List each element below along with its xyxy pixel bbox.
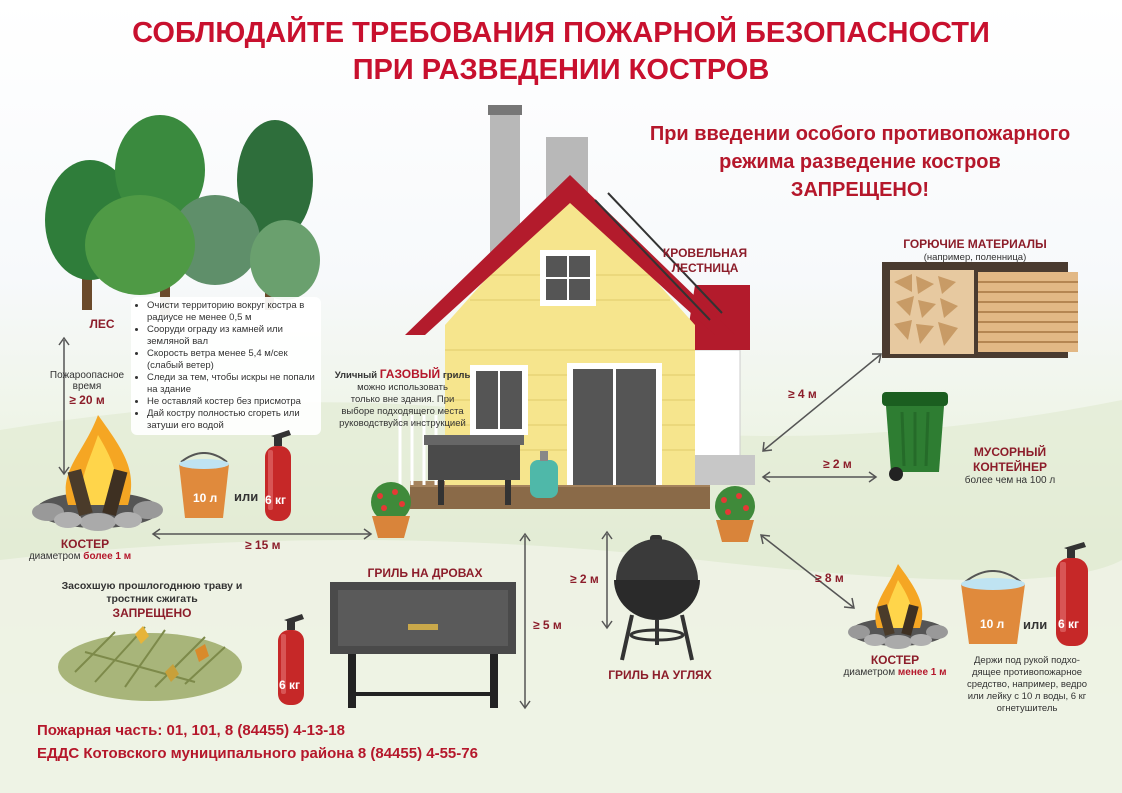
advice-line: Держи под рукой подхо- [974, 655, 1080, 666]
horizontal-arrow-15m [151, 528, 373, 540]
title-line-1: СОБЛЮДАЙТЕ ТРЕБОВАНИЯ ПОЖАРНОЙ БЕЗОПАСНО… [132, 17, 990, 49]
distance-2m-trash: ≥ 2 м [823, 457, 852, 471]
diagonal-arrow-8m [760, 534, 855, 609]
campfire-large-label: КОСТЕР [60, 537, 110, 551]
advice-line: средство, например, ведро [966, 679, 1088, 690]
extinguisher-middle [278, 614, 304, 705]
combustibles-label: ГОРЮЧИЕ МАТЕРИАЛЫ [903, 237, 1047, 251]
bucket-right-volume: 10 л [980, 617, 1005, 631]
coal-grill-label: ГРИЛЬ НА УГЛЯХ [608, 668, 712, 682]
or-right: или [1023, 617, 1048, 632]
water-bucket-left [179, 452, 229, 518]
tip-item: Сооруди ограду из камней или земляной ва… [147, 324, 315, 348]
campfire-small-label: КОСТЕР [870, 653, 920, 667]
extinguisher-right [1056, 542, 1088, 646]
grass-warning-2: тростник сжигать [106, 593, 198, 605]
diameter-prefix: диаметром [28, 551, 84, 562]
forest-trees [45, 115, 320, 315]
gas-grill-line: только вне здания. При [350, 394, 455, 405]
or-left: или [234, 489, 259, 504]
grass-warning-3: ЗАПРЕЩЕНО [112, 606, 192, 620]
campfire-large [32, 415, 163, 531]
distance-8m: ≥ 8 м [815, 571, 844, 585]
gas-grill-note: Уличный ГАЗОВЫЙ гриль можно использовать… [330, 368, 475, 430]
trash-container [882, 392, 948, 481]
forest-label: ЛЕС [89, 317, 115, 331]
gas-grill-pre: Уличный [334, 370, 380, 381]
distance-forest: ≥ 20 м [69, 393, 105, 407]
tip-item: Не оставляй костер без присмотра [147, 396, 315, 408]
diameter-prefix: диаметром [843, 667, 898, 678]
gas-grill-line: руководствуйся инструкцией [339, 418, 466, 429]
distance-15m: ≥ 15 м [245, 538, 281, 552]
extinguisher-right-weight: 6 кг [1058, 617, 1080, 631]
house [398, 105, 755, 509]
horizontal-arrow-2m [761, 471, 878, 483]
campfire-small-diameter: диаметром менее 1 м [835, 667, 955, 679]
warning-line-1: При введении особого противопожарного [649, 123, 1071, 145]
campfire-small [848, 564, 948, 649]
footer-edds: ЕДДС Котовского муниципального района 8 … [37, 745, 478, 762]
advice-line: или лейку с 10 л воды, 6 кг [967, 691, 1087, 702]
water-bucket-right [961, 570, 1025, 644]
coal-grill [614, 535, 700, 661]
diagonal-arrow-4m [762, 353, 882, 452]
diameter-value: менее 1 м [897, 667, 947, 678]
gas-grill-line: можно использовать [357, 382, 448, 393]
diameter-value: более 1 м [83, 551, 132, 562]
campfire-large-diameter: диаметром более 1 м [20, 551, 140, 563]
extinguisher-middle-weight: 6 кг [279, 678, 301, 692]
gas-grill-post: гриль [440, 370, 471, 381]
tip-item: Скорость ветра менее 5,4 м/сек (слабый в… [147, 348, 315, 372]
roof-ladder-label-2: ЛЕСТНИЦА [671, 261, 739, 275]
distance-5m: ≥ 5 м [533, 618, 562, 632]
safety-tips: Очисти территорию вокруг костра в радиус… [131, 297, 321, 435]
wood-grill [330, 582, 516, 708]
advice-line: дящее противопожарное [971, 667, 1083, 678]
extinguisher-left [265, 430, 291, 521]
vertical-arrow-forest [58, 336, 70, 476]
trash-capacity: более чем на 100 л [964, 475, 1056, 486]
footer-fire-station: Пожарная часть: 01, 101, 8 (84455) 4-13-… [37, 722, 345, 739]
distance-4m: ≥ 4 м [788, 387, 817, 401]
vertical-arrow-5m [519, 532, 531, 710]
combustibles-sub: (например, поленница) [923, 252, 1027, 263]
tip-item: Дай костру полностью сгореть или затуши … [147, 408, 315, 432]
vertical-arrow-2m [601, 530, 613, 630]
warning-line-2: режима разведение костров [719, 151, 1001, 173]
fire-time-label-2: время [72, 381, 102, 392]
advice-note: Держи под рукой подхо- дящее противопожа… [962, 655, 1092, 715]
advice-line: огнетушитель [996, 703, 1058, 714]
woodpile [882, 262, 1078, 358]
title-line-2: ПРИ РАЗВЕДЕНИИ КОСТРОВ [352, 54, 770, 86]
grass-warning-1: Засохшую прошлогоднюю траву и [61, 580, 243, 592]
trash-label-2: КОНТЕЙНЕР [973, 460, 1047, 474]
dry-grass [58, 626, 242, 701]
tip-item: Очисти территорию вокруг костра в радиус… [147, 300, 315, 324]
gas-grill-strong: ГАЗОВЫЙ [379, 367, 441, 381]
warning-line-3: ЗАПРЕЩЕНО! [790, 179, 930, 201]
gas-grill-line: выборе подходящего места [341, 406, 464, 417]
trash-label-1: МУСОРНЫЙ [973, 445, 1047, 459]
roof-ladder-label-1: КРОВЕЛЬНАЯ [662, 246, 748, 260]
tip-item: Следи за тем, чтобы искры не попали на з… [147, 372, 315, 396]
distance-2m-coal: ≥ 2 м [570, 572, 599, 586]
bucket-left-volume: 10 л [193, 491, 218, 505]
flower-pot-right [715, 486, 755, 542]
fire-time-label-1: Пожароопасное [49, 370, 125, 381]
flower-pot-left [371, 482, 411, 538]
extinguisher-left-weight: 6 кг [265, 493, 287, 507]
wood-grill-label: ГРИЛЬ НА ДРОВАХ [367, 566, 483, 580]
